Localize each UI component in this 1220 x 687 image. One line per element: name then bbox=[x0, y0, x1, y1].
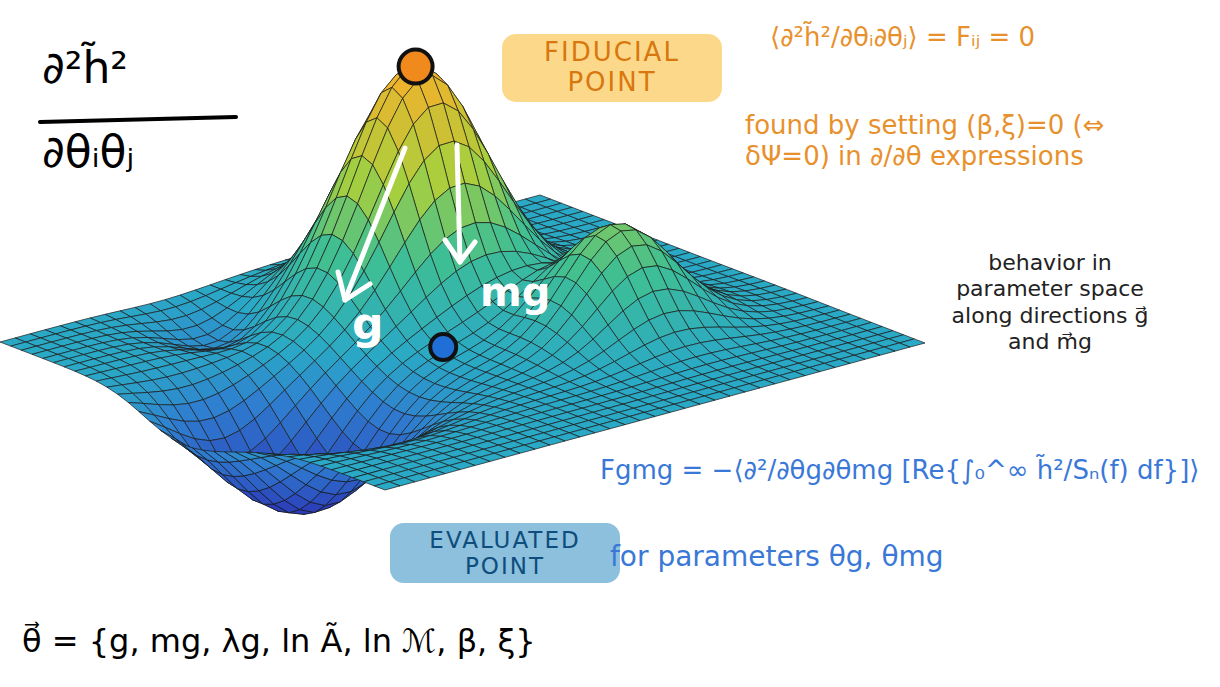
direction-arrows bbox=[338, 145, 475, 300]
fisher-equation: ⟨∂²h̃²/∂θᵢ∂θⱼ⟩ = Fᵢⱼ = 0 bbox=[770, 22, 1035, 53]
fisher-element-equation: Fgmg = −⟨∂²/∂θg∂θmg [Re{∫₀^∞ h̃²/Sₙ(f) d… bbox=[600, 455, 1210, 486]
mesh-cell bbox=[139, 412, 165, 427]
parameter-vector: θ⃗ = {g, mg, λg, ln Ã, ln ℳ, β, ξ} bbox=[22, 622, 536, 660]
mesh-cell bbox=[107, 385, 133, 394]
fraction-numerator: ∂²h̃² bbox=[42, 42, 128, 95]
blue-note: for parameters θg, θmg bbox=[610, 540, 944, 574]
mesh-cell bbox=[374, 482, 400, 490]
fraction-bar bbox=[40, 117, 236, 122]
arrow-label: g bbox=[352, 298, 384, 351]
fraction-denominator: ∂θᵢθⱼ bbox=[42, 126, 134, 179]
highlight-band: FIDUCIAL POINT bbox=[502, 34, 722, 102]
mesh-cell bbox=[165, 427, 191, 448]
fiducial-dot bbox=[399, 50, 433, 84]
side-note: behavior in parameter space along direct… bbox=[935, 250, 1165, 356]
arrow-label: mg bbox=[480, 268, 550, 316]
highlight-band: EVALUATED POINT bbox=[390, 523, 620, 584]
arrowhead bbox=[338, 272, 370, 300]
band-text: EVALUATED POINT bbox=[404, 527, 606, 580]
direction-arrow bbox=[457, 145, 460, 262]
mesh-cell bbox=[118, 393, 144, 403]
band-text: FIDUCIAL POINT bbox=[516, 38, 708, 98]
orange-note: found by setting (β,ξ)=0 (⇔ δΨ=0) in ∂/∂… bbox=[745, 110, 1195, 172]
mesh-cell bbox=[150, 421, 176, 438]
arrowhead bbox=[445, 240, 475, 262]
direction-arrow bbox=[345, 148, 405, 300]
evaluated-dot bbox=[430, 334, 456, 360]
